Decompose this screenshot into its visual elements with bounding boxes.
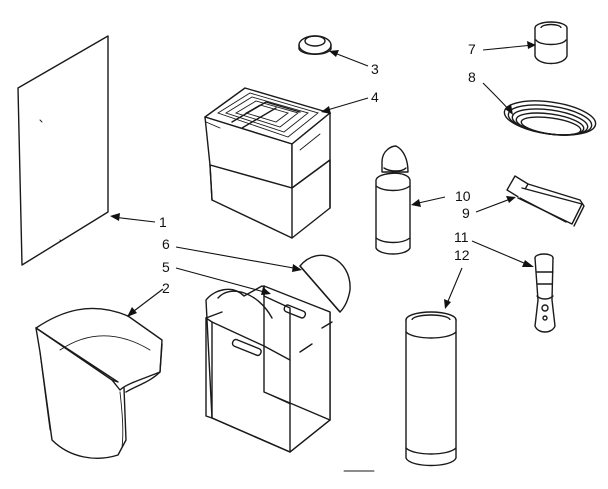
callout-4: 4 (371, 89, 379, 105)
callout-7: 7 (468, 41, 476, 57)
callout-9: 9 (462, 205, 470, 221)
part-7-jar (534, 21, 568, 65)
part-12-aerosol-can (405, 311, 457, 467)
callout-5: 5 (162, 259, 170, 275)
callout-12: 12 (454, 247, 470, 263)
callout-10: 10 (455, 188, 471, 204)
part-2-bag-liner (35, 307, 163, 459)
callout-6: 6 (162, 236, 170, 252)
part-6-gasket (299, 254, 351, 313)
callout-2: 2 (162, 280, 170, 296)
part-10-spray-can (375, 145, 411, 255)
part-9-tube (506, 175, 585, 227)
callout-1: 1 (159, 214, 167, 230)
leader-lines (110, 41, 536, 472)
callout-8: 8 (468, 69, 476, 85)
part-1-panel (17, 35, 109, 266)
part-11-nozzle (534, 253, 556, 333)
part-3-cap (298, 35, 332, 55)
part-4-cartridge (204, 87, 331, 239)
callout-labels: 1 2 3 4 5 6 7 8 9 10 11 12 (159, 41, 476, 296)
callout-3: 3 (371, 61, 379, 77)
part-8-tubing (503, 100, 597, 136)
part-5-holder (205, 285, 333, 453)
callout-11: 11 (454, 229, 469, 245)
